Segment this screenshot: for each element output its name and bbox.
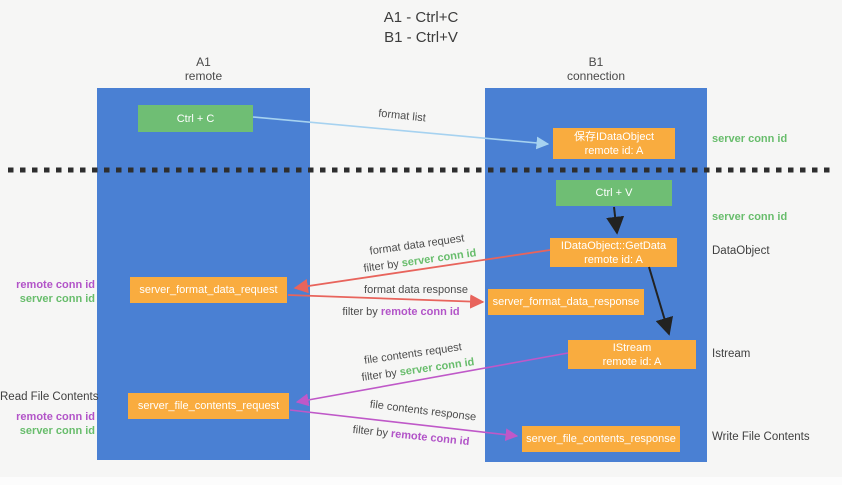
lifeline-a1-name: A1 [196, 55, 211, 69]
node-getdata-line2: remote id: A [584, 253, 643, 266]
node-ctrl-c: Ctrl + C [138, 105, 253, 132]
node-server-file-contents-request: server_file_contents_request [128, 393, 289, 419]
node-server-format-data-request: server_format_data_request [130, 277, 287, 303]
node-server-format-data-request-label: server_format_data_request [139, 284, 278, 296]
label-dataobject: DataObject [712, 245, 770, 257]
label-remote-conn-id-left-1: remote conn id [16, 279, 95, 291]
node-ctrl-v: Ctrl + V [556, 180, 672, 206]
label-format-list: format list [377, 107, 427, 125]
title-line-2: B1 - Ctrl+V [384, 29, 458, 46]
label-server-conn-id-left-1: server conn id [19, 293, 95, 305]
node-server-format-data-response: server_format_data_response [488, 289, 644, 315]
label-remote-conn-id: remote conn id [390, 427, 470, 449]
lifeline-b1-subtitle: connection [566, 69, 626, 83]
node-save-idataobject: 保存IDataObject remote id: A [553, 128, 675, 159]
lifeline-a1-subtitle: remote [184, 69, 223, 83]
label-istream: Istream [712, 348, 751, 360]
node-ctrl-c-label: Ctrl + C [176, 112, 215, 125]
node-server-file-contents-response: server_file_contents_response [522, 426, 680, 452]
node-server-format-data-response-label: server_format_data_response [492, 296, 640, 308]
node-istream-line2: remote id: A [602, 355, 662, 368]
label-filter-prefix: filter by [342, 306, 378, 318]
label-format-data-response: format data response [364, 284, 468, 296]
label-server-conn-id-right-2: server conn id [712, 211, 788, 223]
lifeline-header-b1: B1 connection [485, 55, 707, 83]
label-remote-conn-id-left-2: remote conn id [16, 411, 95, 423]
node-istream: IStream remote id: A [568, 340, 696, 369]
node-save-idataobject-line2: remote id: A [584, 144, 644, 157]
node-getdata-line1: IDataObject::GetData [560, 239, 667, 252]
label-file-contents-response: file contents response [369, 398, 477, 424]
label-server-conn-id-right-1: server conn id [712, 133, 788, 145]
node-ctrl-v-label: Ctrl + V [595, 187, 633, 199]
bottom-edge-strip [0, 477, 842, 485]
node-server-file-contents-request-label: server_file_contents_request [137, 400, 280, 412]
label-filter-prefix: filter by [362, 258, 400, 275]
lifeline-b1-name: B1 [588, 55, 604, 69]
node-save-idataobject-line1: 保存IDataObject [573, 130, 655, 143]
title-line-1: A1 - Ctrl+C [383, 9, 459, 26]
diagram-title: A1 - Ctrl+C B1 - Ctrl+V [0, 8, 842, 48]
label-server-conn-id-left-2: server conn id [19, 425, 95, 437]
label-remote-conn-id: remote conn id [380, 306, 460, 318]
label-filter-prefix: filter by [352, 423, 389, 440]
lifeline-header-a1: A1 remote [97, 55, 310, 83]
label-filter-prefix: filter by [360, 367, 398, 384]
node-server-file-contents-response-label: server_file_contents_response [526, 433, 676, 445]
label-write-file-contents: Write File Contents [712, 431, 810, 443]
node-istream-line1: IStream [612, 341, 652, 354]
label-read-file-contents: Read File Contents [0, 391, 99, 403]
arrow-format-data-response [287, 294, 485, 309]
node-idataobject-getdata: IDataObject::GetData remote id: A [550, 238, 677, 267]
